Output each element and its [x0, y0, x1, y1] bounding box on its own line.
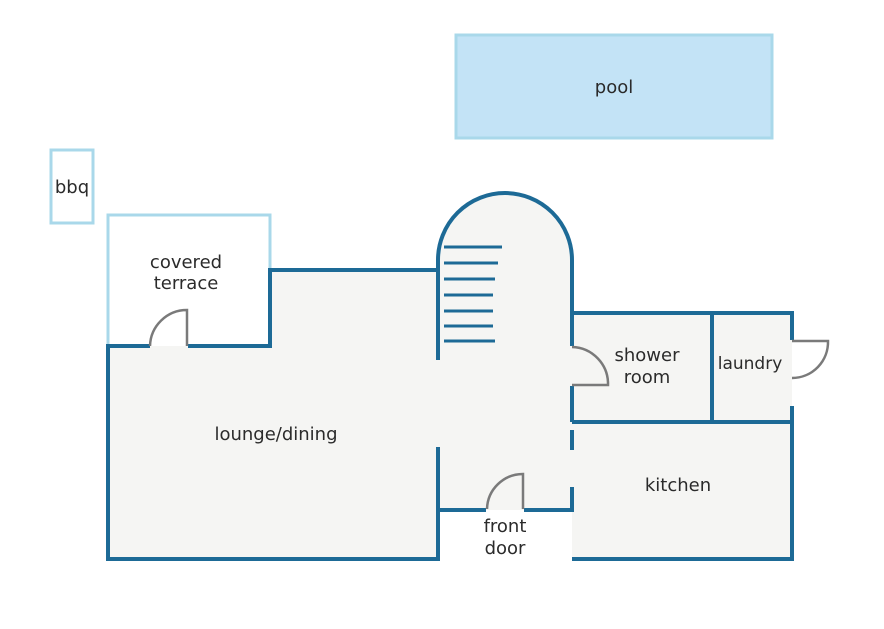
stair-tower-wall — [436, 191, 574, 360]
staircase-steps-icon — [444, 245, 502, 343]
covered-terrace-label-line2: terrace — [154, 273, 219, 294]
kitchen-label: kitchen — [645, 475, 711, 496]
shower-room-label-line2: room — [624, 367, 671, 388]
pool-label: pool — [595, 77, 633, 98]
interior-walls — [570, 313, 792, 450]
front-door-label-line2: door — [485, 538, 526, 559]
exterior-walls — [106, 268, 794, 561]
bbq-label: bbq — [55, 177, 89, 198]
front-door-label-line1: front — [484, 516, 527, 537]
covered-terrace-label-line1: covered — [150, 252, 222, 273]
bbq-area — [49, 148, 95, 225]
laundry-label: laundry — [718, 354, 783, 374]
lounge-dining-label: lounge/dining — [214, 424, 337, 445]
covered-terrace-outline — [106, 213, 272, 346]
house-floor — [108, 193, 792, 559]
pool-area — [454, 33, 774, 140]
shower-room-label-line1: shower — [615, 345, 681, 366]
door-swing-arc-icon — [148, 308, 830, 510]
